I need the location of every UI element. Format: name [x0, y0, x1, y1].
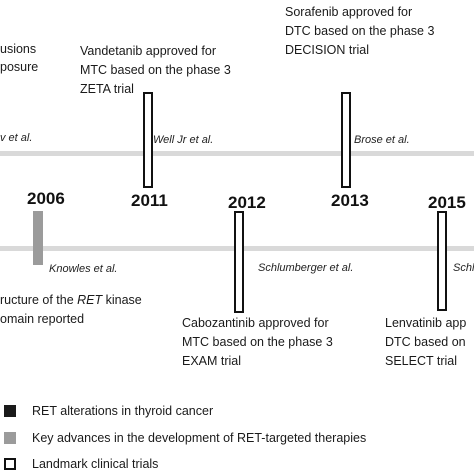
citation-knowles: Knowles et al. [49, 263, 118, 275]
event-vandetanib: Vandetanib approved for MTC based on the… [80, 42, 231, 99]
event-lenvatinib: Lenvatinib app DTC based on SELECT trial [385, 314, 466, 371]
citation-well: Well Jr et al. [153, 134, 214, 146]
landmark-trial-bar-2012 [234, 211, 244, 313]
year-2015: 2015 [428, 193, 466, 212]
legend-item-key-advances: Key advances in the development of RET-t… [0, 431, 366, 445]
event-line: DECISION trial [285, 43, 370, 57]
event-line: MTC based on the phase 3 [80, 63, 231, 77]
event-line: Lenvatinib app [385, 316, 467, 330]
event-ret-kinase-structure: ructure of the RET kinase omain reported [0, 291, 142, 329]
legend-swatch-black [4, 405, 16, 417]
landmark-trial-bar-2015 [437, 211, 447, 311]
citation-brose: Brose et al. [354, 134, 410, 146]
legend-swatch-gray [4, 432, 16, 444]
landmark-trial-bar-2013 [341, 92, 351, 188]
year-2006: 2006 [27, 189, 65, 208]
event-line: DTC based on the phase 3 [285, 24, 435, 38]
citation-schlumberger: Schlumberger et al. [258, 262, 354, 274]
event-line: posure [0, 60, 39, 74]
citation-top-left: v et al. [0, 132, 33, 144]
year-2013: 2013 [331, 191, 369, 210]
event-line: omain reported [0, 312, 85, 326]
event-fusions-exposure: usions posure [0, 41, 38, 75]
legend-label: RET alterations in thyroid cancer [32, 404, 214, 418]
legend-item-ret-alterations: RET alterations in thyroid cancer [0, 404, 213, 418]
event-text-part: ructure of the [0, 293, 78, 307]
key-advance-bar-2006 [33, 211, 43, 265]
event-line: ructure of the RET kinase [0, 291, 142, 310]
event-line: SELECT trial [385, 354, 458, 368]
event-line: Cabozantinib approved for [182, 316, 329, 330]
event-sorafenib: Sorafenib approved for DTC based on the … [285, 3, 434, 60]
event-text-part: kinase [102, 293, 142, 307]
year-2011: 2011 [131, 191, 168, 210]
event-text-part-italic: RET [77, 293, 103, 307]
event-line: Vandetanib approved for [80, 44, 216, 58]
event-line: MTC based on the phase 3 [182, 335, 333, 349]
legend-label: Landmark clinical trials [32, 457, 159, 471]
legend-swatch-open [4, 458, 16, 470]
timeline-band-upper [0, 151, 474, 156]
legend-label: Key advances in the development of RET-t… [32, 431, 367, 445]
event-line: DTC based on [385, 335, 466, 349]
landmark-trial-bar-2011 [143, 92, 153, 188]
citation-schl-edge: Schl [453, 262, 474, 274]
legend-item-landmark-trials: Landmark clinical trials [0, 457, 158, 471]
event-cabozantinib: Cabozantinib approved for MTC based on t… [182, 314, 333, 371]
event-line: usions [0, 42, 37, 56]
event-line: Sorafenib approved for [285, 5, 413, 19]
year-2012: 2012 [228, 193, 266, 212]
event-line: EXAM trial [182, 354, 242, 368]
event-line: ZETA trial [80, 82, 134, 96]
